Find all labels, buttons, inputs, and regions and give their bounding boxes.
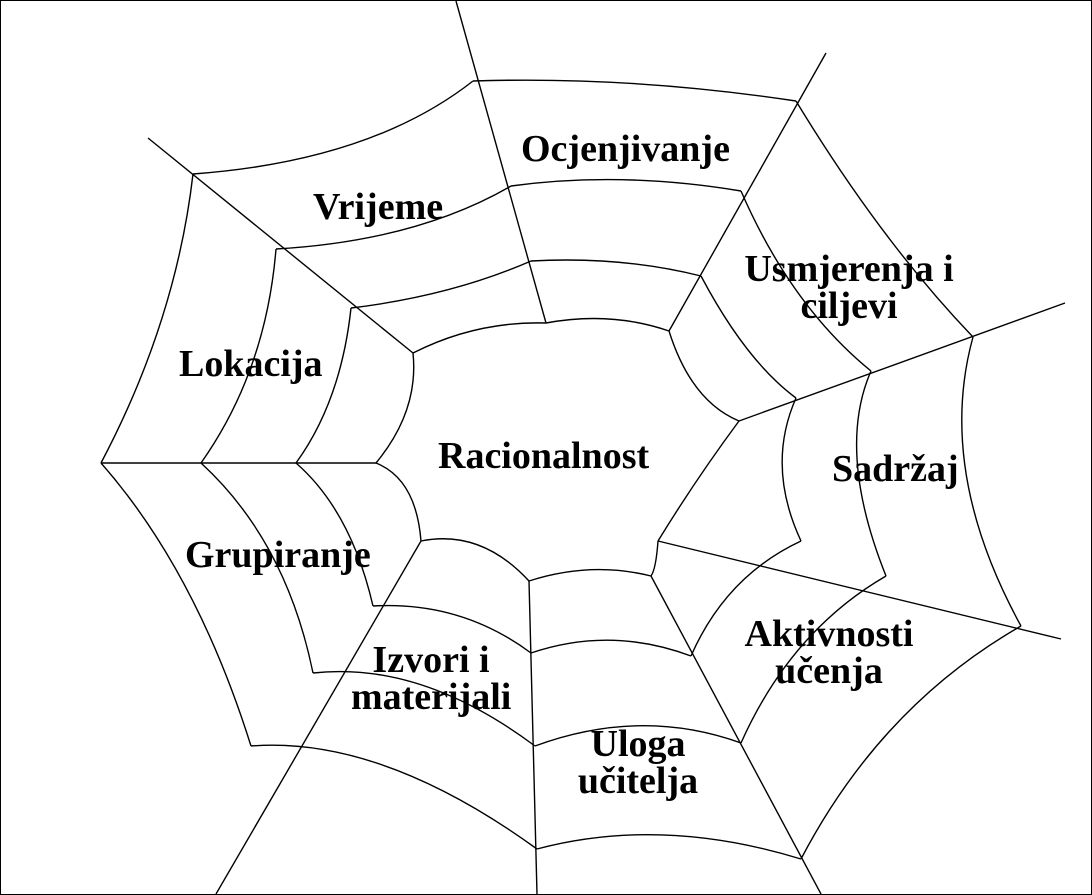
web-ring	[101, 174, 193, 463]
web-ring	[537, 835, 801, 859]
web-ring	[296, 308, 351, 463]
label-uloga-ucitelja: Uloga učitelja	[563, 726, 713, 800]
web-ring	[531, 260, 701, 276]
web-ring	[669, 331, 739, 421]
label-racionalnost: Racionalnost	[438, 438, 649, 475]
label-line: učitelja	[563, 763, 713, 800]
web-ring	[782, 398, 801, 541]
web-spoke	[529, 581, 537, 894]
web-ring	[193, 81, 473, 174]
web-ring	[413, 323, 546, 353]
label-line: Usmjerenja i	[739, 251, 959, 288]
web-ring	[376, 463, 421, 541]
web-ring	[651, 541, 658, 576]
web-ring	[473, 80, 796, 101]
web-ring	[546, 319, 669, 332]
label-izvori-i-materijali: Izvori i materijali	[351, 642, 511, 716]
web-ring	[376, 353, 414, 463]
label-line: ciljevi	[739, 288, 959, 325]
web-ring	[658, 421, 739, 541]
web-ring	[529, 570, 651, 581]
web-ring	[101, 463, 251, 746]
web-ring	[421, 539, 529, 581]
label-line: Uloga	[563, 726, 713, 763]
web-ring	[511, 180, 741, 191]
label-sadrzaj: Sadržaj	[832, 451, 959, 488]
web-ring	[531, 640, 691, 656]
web-ring	[962, 337, 1021, 626]
web-ring	[351, 261, 531, 308]
label-grupiranje: Grupiranje	[185, 537, 371, 574]
label-line: Izvori i	[351, 642, 511, 679]
label-line: materijali	[351, 679, 511, 716]
label-lokacija: Lokacija	[179, 346, 323, 383]
label-line: učenja	[734, 653, 924, 690]
label-aktivnosti-ucenja: Aktivnosti učenja	[734, 616, 924, 690]
label-usmjerenja-i-ciljevi: Usmjerenja i ciljevi	[739, 251, 959, 325]
label-line: Aktivnosti	[734, 616, 924, 653]
label-vrijeme: Vrijeme	[313, 189, 443, 226]
web-spoke	[148, 138, 413, 353]
label-ocjenjivanje: Ocjenjivanje	[521, 131, 730, 168]
